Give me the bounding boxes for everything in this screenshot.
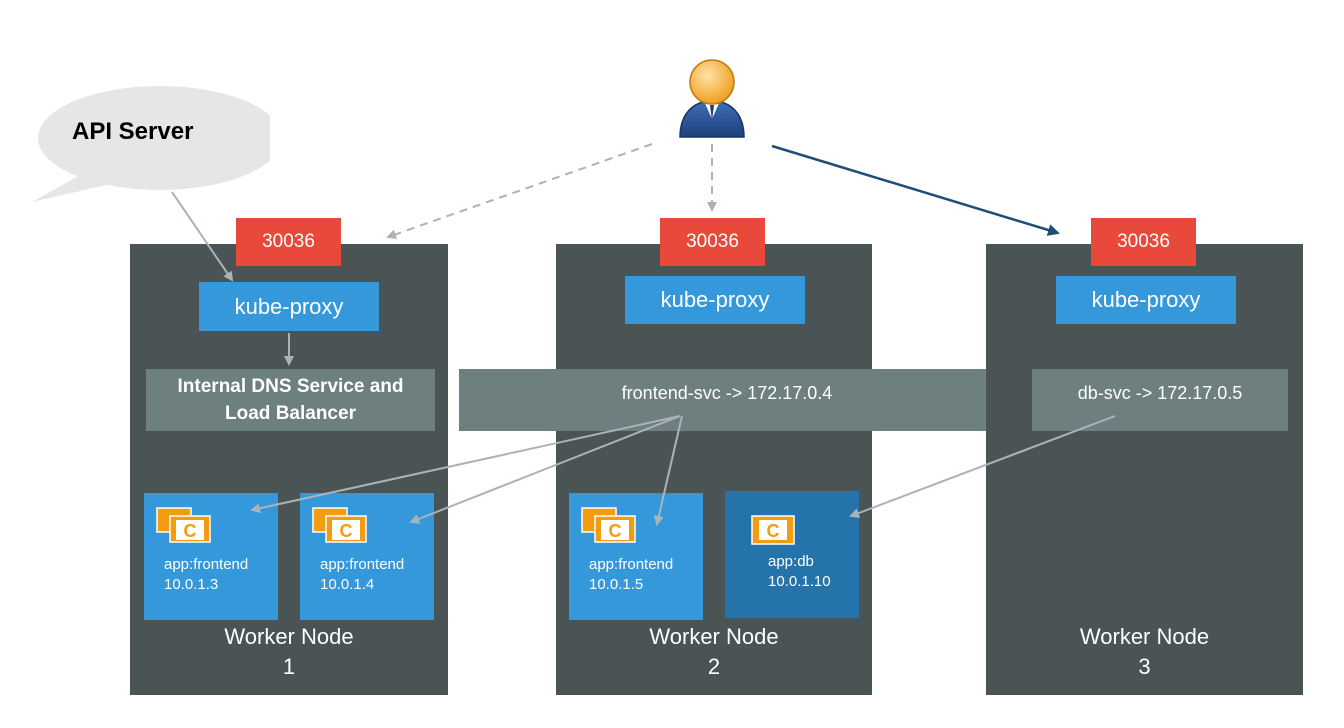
worker-node-2-label: Worker Node 2 bbox=[649, 624, 779, 679]
pod-app-label: app:frontend bbox=[320, 556, 405, 573]
svg-text:C: C bbox=[609, 521, 622, 541]
pod-frontend-2[interactable]: C app:frontend 10.0.1.4 bbox=[300, 493, 434, 620]
pod-ip: 10.0.1.3 bbox=[164, 576, 219, 593]
node-port-2[interactable]: 30036 bbox=[660, 218, 765, 266]
pod-app-label: app:db bbox=[768, 553, 814, 570]
arrow-user-to-node1 bbox=[386, 143, 653, 240]
api-server-bubble bbox=[32, 86, 270, 202]
node-port-1[interactable]: 30036 bbox=[236, 218, 341, 266]
container-icon: C bbox=[581, 507, 636, 543]
kube-proxy-3: kube-proxy bbox=[1056, 276, 1236, 324]
svg-text:C: C bbox=[184, 521, 197, 541]
pod-ip: 10.0.1.10 bbox=[768, 573, 831, 590]
pod-app-label: app:frontend bbox=[589, 556, 674, 573]
svg-text:C: C bbox=[340, 521, 353, 541]
worker-node-1-label: Worker Node 1 bbox=[224, 624, 354, 679]
db-svc-label: db-svc -> 172.17.0.5 bbox=[1077, 383, 1243, 403]
arrow-user-to-node3 bbox=[771, 144, 1060, 236]
db-svc-bar: db-svc -> 172.17.0.5 bbox=[1032, 369, 1288, 431]
worker-node-3-label: Worker Node 3 bbox=[1079, 624, 1210, 679]
pod-ip: 10.0.1.5 bbox=[589, 576, 644, 593]
pod-app-label: app:frontend bbox=[164, 556, 249, 573]
node-port-3[interactable]: 30036 bbox=[1091, 218, 1196, 266]
pod-ip: 10.0.1.4 bbox=[320, 576, 375, 593]
pod-db[interactable]: C app:db 10.0.1.10 bbox=[725, 491, 859, 618]
frontend-svc-bar: frontend-svc -> 172.17.0.4 bbox=[459, 369, 995, 431]
kube-proxy-2: kube-proxy bbox=[625, 276, 805, 324]
frontend-svc-label: frontend-svc -> 172.17.0.4 bbox=[621, 383, 833, 403]
internal-dns-load-balancer: Internal DNS Service and Load Balancer bbox=[146, 369, 435, 431]
pod-frontend-1[interactable]: C app:frontend 10.0.1.3 bbox=[144, 493, 278, 620]
api-server-label: API Server bbox=[72, 118, 194, 145]
container-icon: C bbox=[751, 515, 795, 545]
svg-text:C: C bbox=[767, 521, 780, 541]
container-icon: C bbox=[156, 507, 211, 543]
kube-proxy-1: kube-proxy bbox=[199, 282, 379, 331]
container-icon: C bbox=[312, 507, 367, 543]
internal-dns-label: Internal DNS Service and Load Balancer bbox=[177, 376, 404, 424]
pod-frontend-3[interactable]: C app:frontend 10.0.1.5 bbox=[569, 493, 703, 620]
user-icon bbox=[679, 59, 745, 138]
